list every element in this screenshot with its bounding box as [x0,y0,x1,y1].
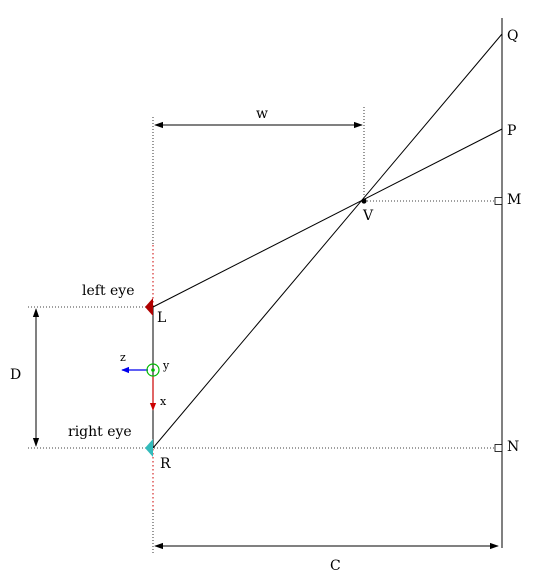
label-w: w [256,106,268,122]
left-eye-marker [145,298,153,316]
label-l: L [157,310,166,326]
label-m: M [507,192,521,208]
label-q: Q [507,28,518,44]
axis-y-circle-icon [146,363,160,377]
label-axis-x: x [160,395,167,408]
vergence-point-v [361,198,367,204]
label-r: R [160,456,171,472]
label-right-eye: right eye [68,424,132,440]
label-left-eye: left eye [82,283,135,299]
right-eye-marker [145,439,153,457]
ray-left-eye-to-p [152,128,503,308]
label-n: N [507,439,519,455]
label-v: V [362,208,374,224]
label-c: C [330,558,341,574]
label-axis-z: z [120,351,126,364]
label-axis-y: y [162,359,170,372]
marker-m [494,197,503,205]
ray-right-eye-to-q [152,33,503,449]
marker-n [494,444,503,452]
axis-y-dot-icon [151,368,155,372]
label-d: D [10,367,21,383]
label-p: P [507,123,516,139]
